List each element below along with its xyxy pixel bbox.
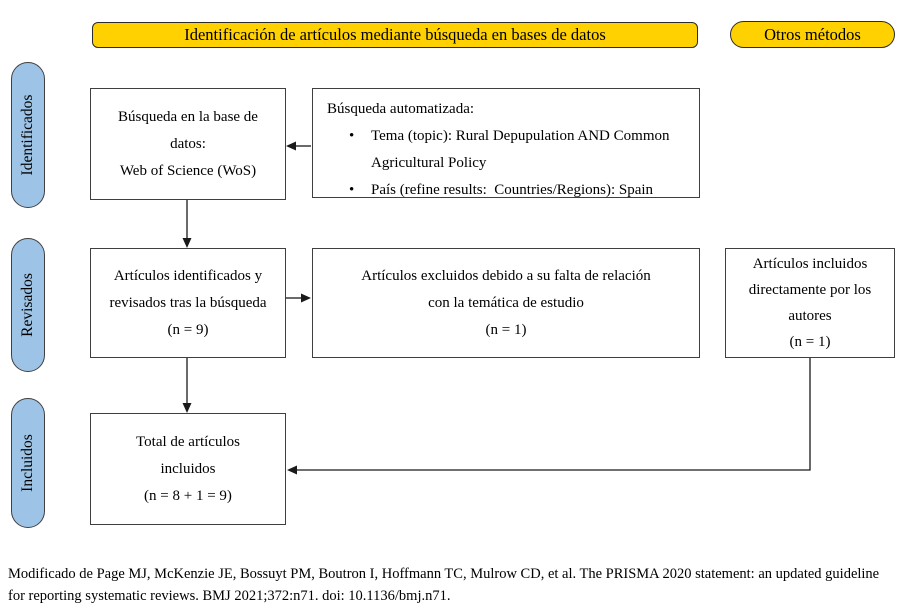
arrow-identified-to-excluded — [286, 293, 311, 303]
list-item: • País (refine results: Countries/Region… — [327, 177, 691, 204]
stage-identified-label: Identificados — [19, 94, 36, 176]
list-item: • Tema (topic): Rural Depupulation AND C… — [327, 123, 691, 177]
stage-reviewed-label: Revisados — [19, 273, 36, 337]
stage-included: Incluidos — [11, 398, 45, 528]
bullet-icon: • — [349, 182, 355, 198]
arrow-automated-to-database — [286, 141, 311, 151]
box-total-included: Total de artículos incluidos (n = 8 + 1 … — [90, 413, 286, 525]
banner-other-methods: Otros métodos — [730, 21, 895, 48]
banner-database-search: Identificación de artículos mediante bús… — [92, 22, 698, 48]
automated-search-title: Búsqueda automatizada: — [327, 101, 475, 117]
bullet-icon: • — [349, 128, 355, 144]
stage-reviewed: Revisados — [11, 238, 45, 372]
box-automated-search: Búsqueda automatizada: • Tema (topic): R… — [312, 88, 700, 198]
citation-text: Modificado de Page MJ, McKenzie JE, Boss… — [8, 566, 880, 605]
banner-other-methods-label: Otros métodos — [764, 24, 861, 44]
banner-database-search-label: Identificación de artículos mediante bús… — [184, 25, 606, 44]
box-identified-reviewed: Artículos identificados y revisados tras… — [90, 248, 286, 358]
arrow-identified-to-total — [182, 358, 192, 413]
automated-search-bullet-country: País (refine results: Countries/Regions)… — [371, 182, 654, 198]
arrow-database-to-identified — [182, 200, 192, 248]
stage-included-label: Incluidos — [19, 434, 36, 492]
box-excluded: Artículos excluidos debido a su falta de… — [312, 248, 700, 358]
arrow-authors-to-total — [287, 358, 811, 475]
automated-search-bullet-topic: Tema (topic): Rural Depupulation AND Com… — [371, 128, 673, 171]
box-database-search: Búsqueda en la base de datos: Web of Sci… — [90, 88, 286, 200]
stage-identified: Identificados — [11, 62, 45, 208]
box-included-by-authors: Artículos incluidos directamente por los… — [725, 248, 895, 358]
